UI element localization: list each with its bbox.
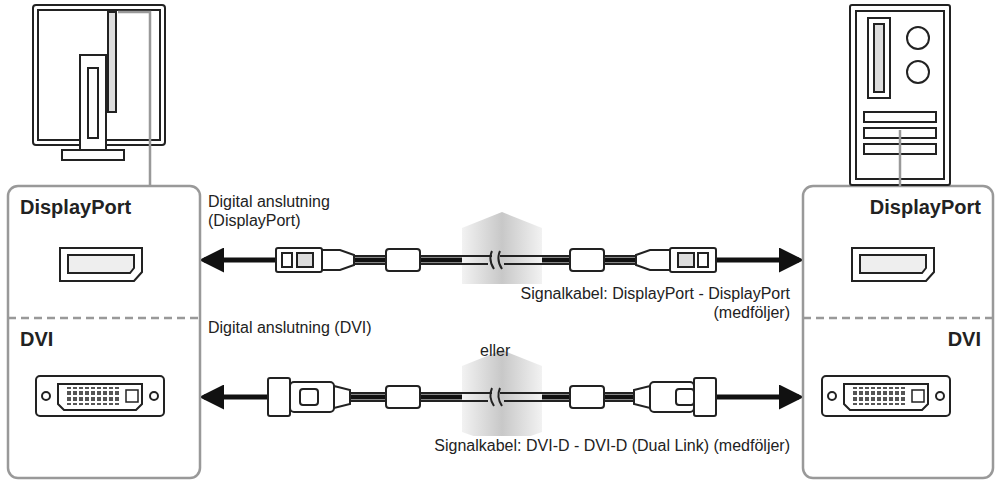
divider xyxy=(8,317,200,320)
displayport-socket xyxy=(852,248,934,281)
cable-label: Signalkabel: DisplayPort - DisplayPort (… xyxy=(460,284,790,322)
displayport-socket xyxy=(60,248,142,281)
panel-outline xyxy=(803,186,993,478)
monitor-back xyxy=(33,5,165,160)
leader-line xyxy=(118,12,150,186)
dvi-socket xyxy=(36,376,164,416)
cable-break-band xyxy=(462,350,542,446)
panel-outline xyxy=(8,186,200,478)
connector-panel-section: DVI xyxy=(8,318,200,478)
port-heading: DVI xyxy=(803,318,993,351)
connector-panel-section: DisplayPort xyxy=(8,186,200,318)
annotation-text: Digital anslutning (DVI) xyxy=(208,318,408,337)
divider xyxy=(803,317,993,320)
displayport-cable xyxy=(276,248,716,272)
port-heading: DisplayPort xyxy=(8,186,200,219)
dvi-cable xyxy=(268,378,716,416)
dvi-socket xyxy=(822,376,950,416)
leader-line xyxy=(899,130,902,186)
annotation-text: eller xyxy=(480,341,560,360)
connector-panel-section: DisplayPort xyxy=(803,186,993,318)
annotation-text: Digital anslutning (DisplayPort) xyxy=(208,192,408,230)
port-heading: DVI xyxy=(8,318,200,351)
connector-panel-section: DVI xyxy=(803,318,993,478)
cable-label: Signalkabel: DVI-D - DVI-D (Dual Link) (… xyxy=(430,436,790,455)
port-heading: DisplayPort xyxy=(803,186,993,219)
pc-tower xyxy=(850,5,950,185)
